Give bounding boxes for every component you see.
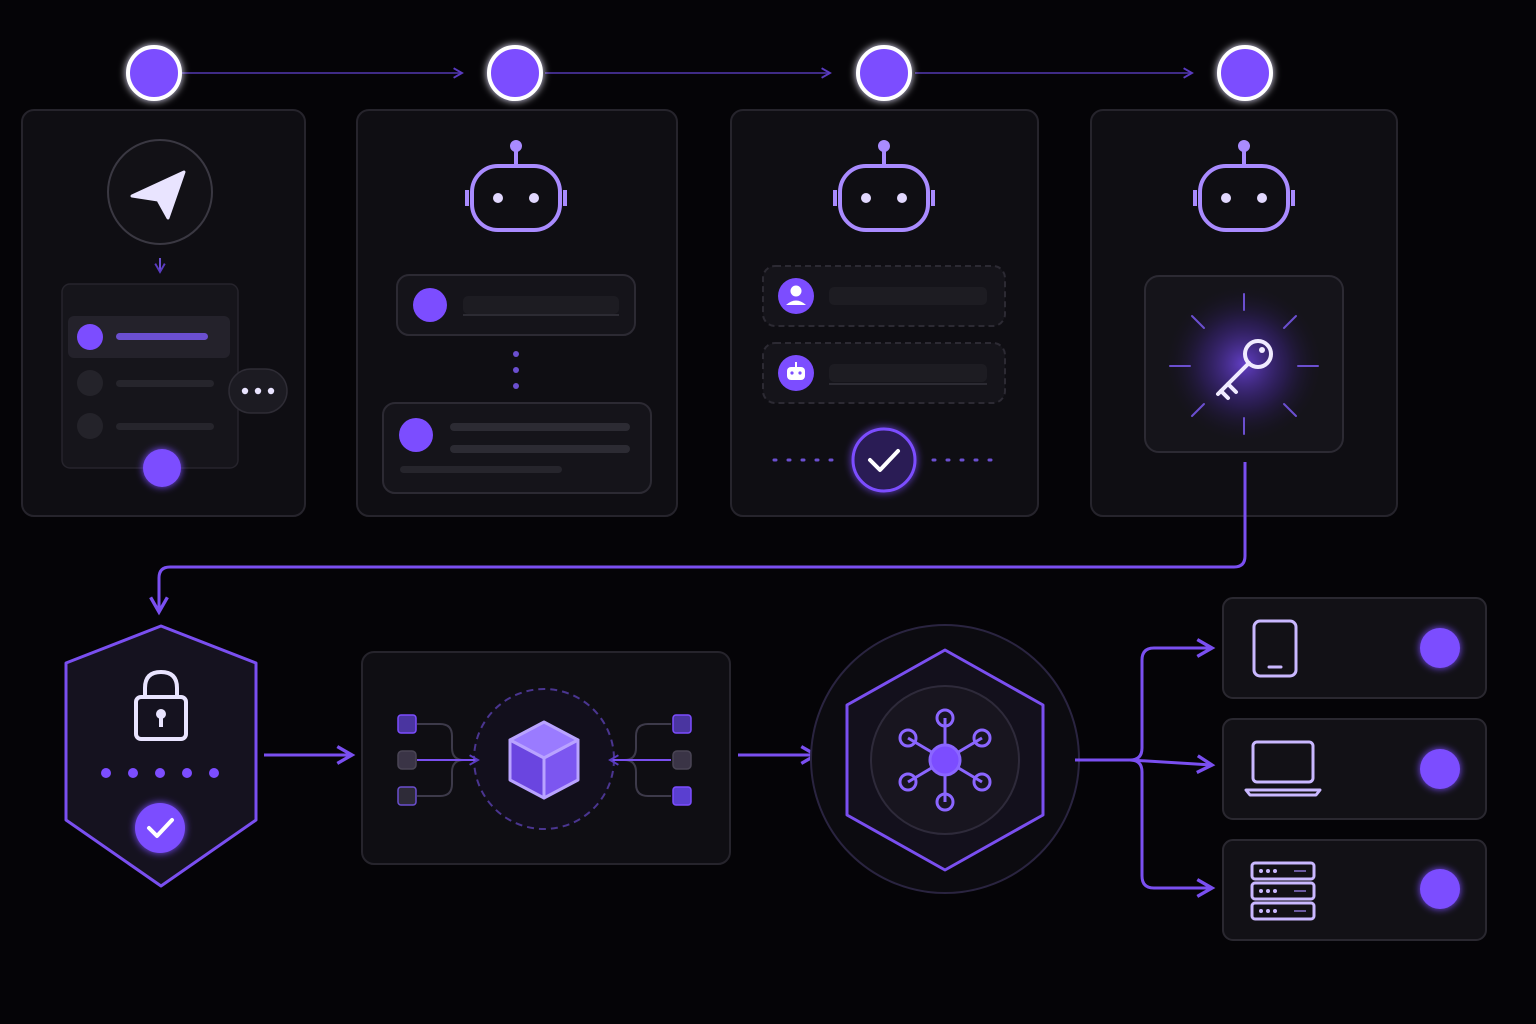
smartphone-icon [1252,619,1298,678]
bot-icon [787,367,805,380]
check-icon [868,449,900,472]
step-dot [513,351,519,357]
key-icon [1216,339,1273,400]
network-hub-icon [898,708,992,812]
send-icon [130,170,186,220]
output-card-mobile[interactable] [1222,597,1487,699]
input-nodes [397,714,417,806]
message-avatar [77,370,103,396]
laptop-icon [1244,740,1322,797]
output-status-dot [1420,749,1460,789]
message-avatar [77,324,103,350]
more-dots-icon [241,387,249,395]
check-icon [147,818,174,838]
processing-block [361,651,731,865]
stage-panel-agent-3 [1090,109,1398,517]
stage-panel-message-source [21,109,306,517]
top-timeline [126,45,1273,101]
timeline-node-1 [126,45,182,101]
timeline-node-2 [487,45,543,101]
pin-dots [101,768,219,778]
output-status-dot [1420,628,1460,668]
robot-icon [1193,140,1295,232]
stage-panel-agent-1 [356,109,678,517]
output-status-dot [1420,869,1460,909]
output-nodes [672,714,692,806]
robot-icon [465,140,567,232]
lock-icon [134,669,188,741]
approval-check-badge [851,427,917,493]
user-icon [790,285,802,297]
timeline-node-4 [1217,45,1273,101]
return-connector [149,462,1247,616]
branch-connectors [1075,638,1216,898]
output-card-laptop[interactable] [1222,718,1487,820]
secure-gate [64,624,258,888]
server-icon [1250,861,1316,921]
message-avatar [77,413,103,439]
distribution-hub [810,624,1080,894]
timeline-node-3 [856,45,912,101]
cube-icon [508,720,580,800]
stage-1-status-dot [143,449,181,487]
robot-icon [833,140,935,232]
key-rays [1169,293,1319,435]
verified-check-badge [135,803,185,853]
output-card-server[interactable] [1222,839,1487,941]
stage-panel-agent-2 [730,109,1039,517]
